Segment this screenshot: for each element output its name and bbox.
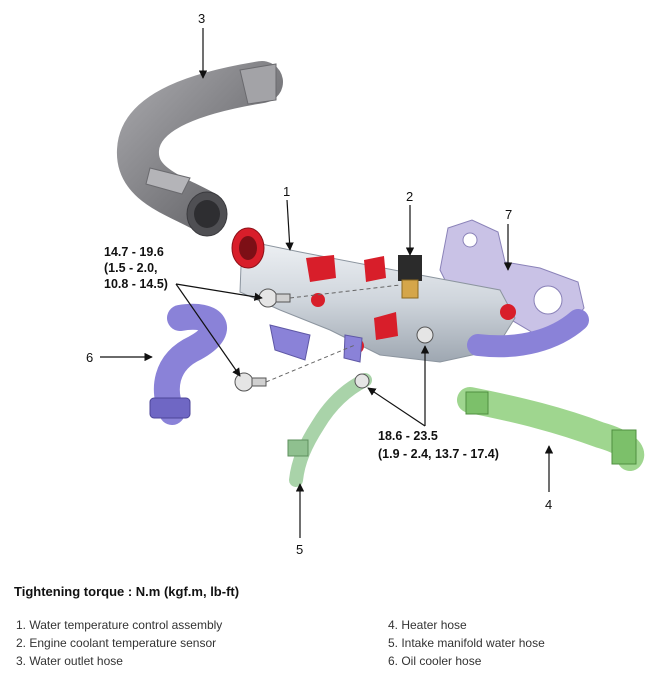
intake-manifold-water-hose-part-5 [287, 373, 372, 487]
legend-item: 6. Oil cooler hose [388, 654, 482, 668]
water-outlet-hose-part-3 [117, 61, 283, 237]
housing-outlet-hose [467, 309, 589, 358]
torque-units-title: Tightening torque : N.m (kgf.m, lb-ft) [14, 584, 240, 599]
bolt-upper [258, 288, 291, 308]
heater-hose-part-4 [457, 387, 645, 471]
callout-5: 5 [296, 542, 303, 557]
callout-1: 1 [283, 184, 290, 199]
leader-torque-a-2 [175, 283, 241, 377]
water-temperature-control-assembly-part-1 [231, 227, 516, 363]
oil-cooler-hose-part-6 [149, 303, 227, 425]
alignment-line-lower [265, 344, 356, 383]
alignment-line-upper [289, 284, 401, 299]
legend-item: 5. Intake manifold water hose [388, 636, 545, 650]
callout-2: 2 [406, 189, 413, 204]
leader-1 [285, 199, 294, 251]
exploded-diagram: 3 1 2 7 6 4 5 14.7 - 19.6 (1.5 - 2.0, 10… [86, 11, 645, 557]
legend-item: 3. Water outlet hose [16, 654, 123, 668]
legend-item: 2. Engine coolant temperature sensor [16, 636, 217, 650]
legend-item: 1. Water temperature control assembly [16, 618, 223, 632]
callout-6: 6 [86, 350, 93, 365]
parts-legend-left: 1. Water temperature control assembly 2.… [16, 616, 222, 670]
bolt-center [416, 326, 434, 344]
torque-a-line-3: 10.8 - 14.5) [104, 277, 168, 291]
torque-a-line-1: 14.7 - 19.6 [104, 245, 164, 259]
callout-3: 3 [198, 11, 205, 26]
callout-7: 7 [505, 207, 512, 222]
leader-torque-b-2 [367, 387, 426, 427]
parts-legend-right: 4. Heater hose 5. Intake manifold water … [388, 616, 545, 670]
bolt-small [354, 373, 370, 389]
torque-a-line-2: (1.5 - 2.0, [104, 261, 158, 275]
torque-b-line-1: 18.6 - 23.5 [378, 429, 438, 443]
bolt-lower [234, 372, 267, 392]
legend-item: 4. Heater hose [388, 618, 467, 632]
leader-torque-a-1 [175, 283, 263, 301]
coolant-temperature-sensor-part-2 [398, 255, 422, 299]
torque-b-line-2: (1.9 - 2.4, 13.7 - 17.4) [378, 447, 499, 461]
callout-4: 4 [545, 497, 552, 512]
bracket-part-7 [439, 219, 585, 335]
